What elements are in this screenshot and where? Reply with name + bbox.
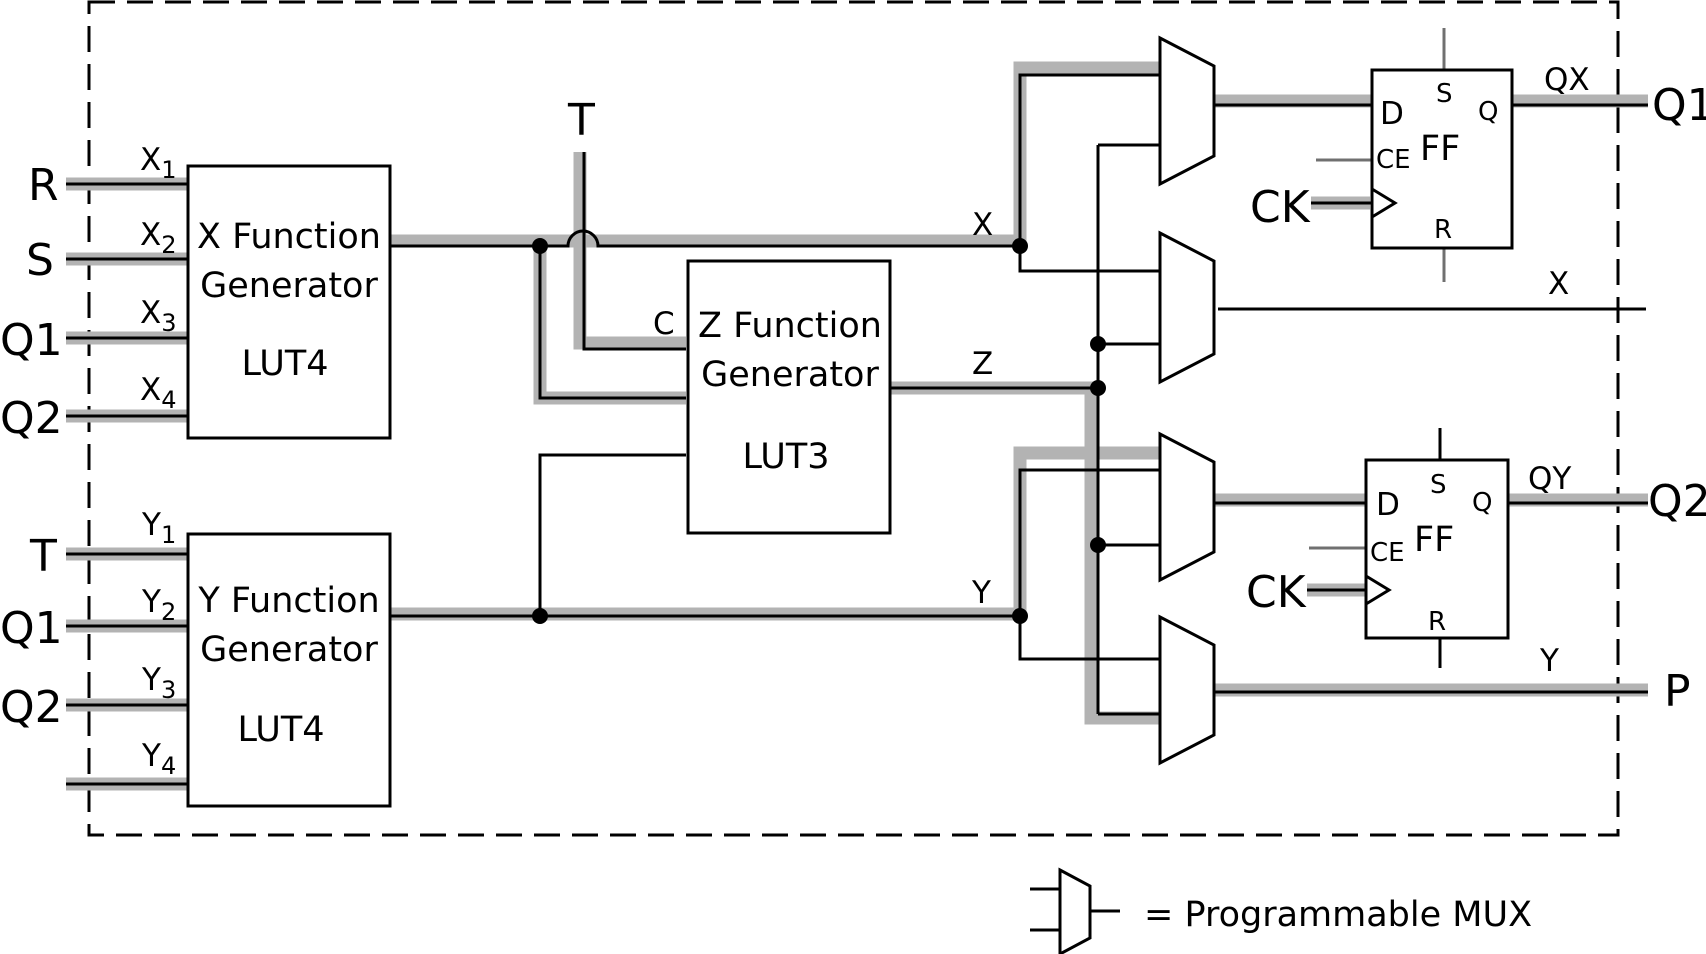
legend-mux-icon <box>1058 867 1092 954</box>
signal-y-label: Y <box>971 575 991 611</box>
signal-z-label: Z <box>972 346 993 382</box>
ffy-d-label: D <box>1376 487 1400 523</box>
junctions <box>532 238 1106 624</box>
x-gen-line2: Generator <box>200 266 378 306</box>
wires <box>66 28 1648 786</box>
x-pin-labels: X1 X2 X3 X4 <box>140 142 177 414</box>
muxes <box>1158 35 1216 766</box>
x-gen-line3: LUT4 <box>241 344 328 384</box>
svg-text:Y4: Y4 <box>141 738 176 780</box>
input-t-y: T <box>29 531 57 582</box>
y-input-labels: T Q1 Q2 <box>0 531 63 733</box>
flip-flop-y: D S Q CE FF R <box>1364 458 1510 640</box>
legend: = Programmable MUX <box>1030 867 1532 954</box>
svg-text:X2: X2 <box>140 217 177 259</box>
z-gen-line3: LUT3 <box>742 437 829 477</box>
svg-text:X4: X4 <box>140 372 177 414</box>
input-t-top: T <box>567 95 595 146</box>
x-input-labels: R S Q1 Q2 <box>0 160 63 444</box>
ck-label-x: CK <box>1250 182 1311 233</box>
mux-qx <box>1158 35 1216 187</box>
ffy-ce-label: CE <box>1370 538 1405 568</box>
z-gen-c-pin: C <box>653 306 675 342</box>
mux-y-out <box>1158 614 1216 766</box>
ffx-s-label: S <box>1436 79 1453 109</box>
input-q1-x: Q1 <box>0 315 63 366</box>
ffx-q-label: Q <box>1478 97 1498 127</box>
signal-y-out-label: Y <box>1539 643 1559 679</box>
y-pin-labels: Y1 Y2 Y3 Y4 <box>141 507 176 780</box>
svg-text:X3: X3 <box>140 295 177 337</box>
svg-text:X1: X1 <box>140 142 177 184</box>
z-gen-line2: Generator <box>701 355 879 395</box>
mux-qy <box>1158 431 1216 583</box>
input-q1-y: Q1 <box>0 603 63 654</box>
legend-text: = Programmable MUX <box>1144 895 1532 935</box>
ffx-r-label: R <box>1434 215 1452 245</box>
input-q2-y: Q2 <box>0 682 63 733</box>
output-q1: Q1 <box>1652 80 1706 131</box>
svg-text:Y3: Y3 <box>141 662 176 704</box>
ffy-r-label: R <box>1428 607 1446 637</box>
y-gen-line3: LUT4 <box>237 710 324 750</box>
x-function-generator: X Function Generator LUT4 <box>186 164 392 440</box>
input-q2-x: Q2 <box>0 393 63 444</box>
svg-text:Y2: Y2 <box>141 584 176 626</box>
mux-x-out <box>1158 230 1216 385</box>
z-function-generator: Z Function Generator LUT3 C <box>653 259 892 535</box>
ffy-name: FF <box>1414 520 1454 560</box>
output-p: P <box>1664 666 1691 717</box>
flip-flop-x: D S Q CE FF R <box>1370 68 1514 250</box>
signal-qy-label: QY <box>1528 461 1571 497</box>
x-gen-line1: X Function <box>197 217 381 257</box>
y-function-generator: Y Function Generator LUT4 <box>186 532 392 808</box>
output-q2: Q2 <box>1648 476 1706 527</box>
signal-x-label: X <box>972 207 993 243</box>
ffx-ce-label: CE <box>1376 145 1411 175</box>
ffy-s-label: S <box>1430 470 1447 500</box>
signal-qx-label: QX <box>1544 62 1590 98</box>
y-gen-line2: Generator <box>200 630 378 670</box>
z-gen-line1: Z Function <box>698 306 882 346</box>
y-gen-line1: Y Function <box>197 581 379 621</box>
ffx-d-label: D <box>1380 96 1404 132</box>
signal-x-out-label: X <box>1548 266 1569 302</box>
input-s: S <box>26 235 54 286</box>
ck-label-y: CK <box>1246 567 1307 618</box>
ffy-q-label: Q <box>1472 488 1492 518</box>
svg-text:Y1: Y1 <box>141 507 176 549</box>
input-r: R <box>28 160 59 211</box>
ffx-name: FF <box>1420 129 1460 169</box>
